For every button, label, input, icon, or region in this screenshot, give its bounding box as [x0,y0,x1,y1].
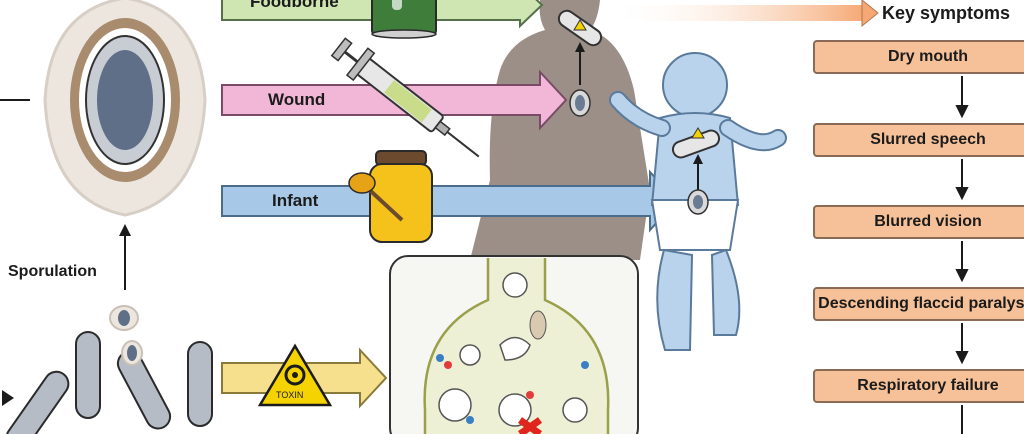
symptom-dry-mouth: Dry mouth [813,40,1024,74]
toxin-label: TOXIN [276,390,304,400]
honey-jar-icon [348,150,433,243]
route-label-wound: Wound [268,90,326,109]
route-label-foodborne: Foodborne [250,0,339,11]
syringe-icon [330,37,480,158]
key-symptoms-title: Key symptoms [882,3,1011,23]
symptom-blurred-vision: Blurred vision [813,205,1024,239]
route-label-infant: Infant [272,191,319,210]
symptom-descending-flaccid-paralysis: Descending flaccid paralysis [813,287,1024,321]
symptom-chain-arrows [955,76,969,434]
spore-icon [0,0,207,217]
adult-silhouette [470,0,650,260]
biohazard-icon [257,343,333,407]
nerve-terminal-icon [389,255,639,434]
entry-arrow [2,390,14,406]
symptoms-arrow [610,0,879,28]
sporulation-label: Sporulation [8,263,97,280]
symptom-respiratory-failure: Respiratory failure [813,369,1024,403]
food-can-icon [371,0,437,39]
infant-figure [609,52,787,351]
bacterium-icon [5,305,213,434]
symptom-slurred-speech: Slurred speech [813,123,1024,157]
sporulation-arrow [119,224,131,290]
